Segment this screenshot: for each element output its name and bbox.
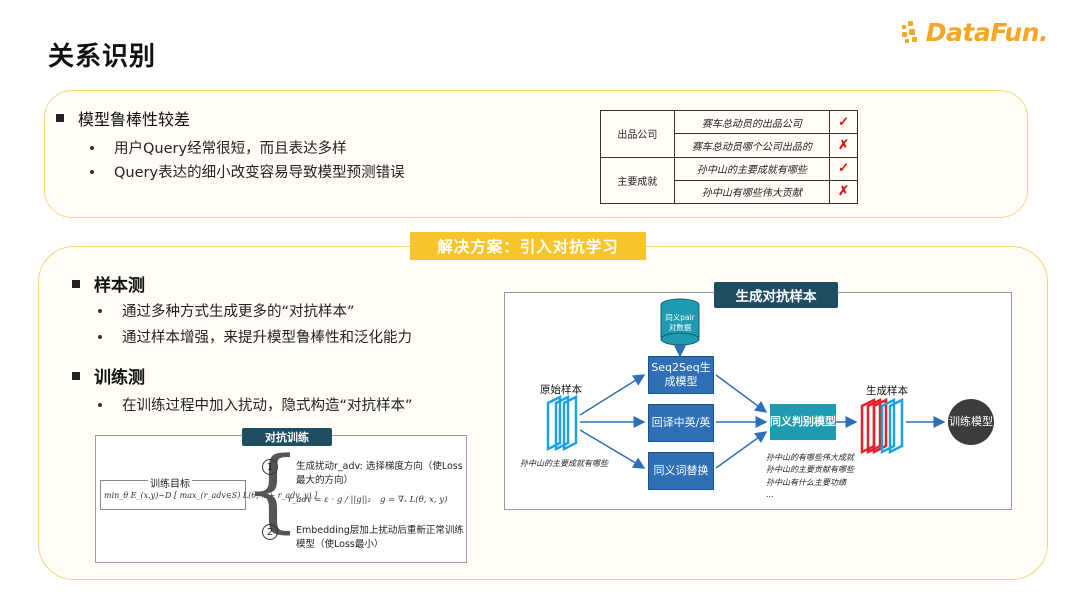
square-bullet-icon [56,114,64,122]
logo-dots-icon [901,20,924,45]
seq2seq-model-box: Seq2Seq生成模型 [648,356,714,394]
step-number-2: 2 [262,524,278,540]
solution-banner: 解决方案：引入对抗学习 [410,232,646,260]
sample-side-point-1: 通过多种方式生成更多的“对抗样本” [98,300,355,321]
original-sample-example: 孙中山的主要成就有哪些 [520,459,608,468]
page-title: 关系识别 [48,42,157,72]
original-sample-icon [546,394,578,452]
table-cell-query: 赛车总动员的出品公司 [673,109,831,135]
problem-panel [44,90,1028,218]
back-translation-box: 回译中英/英 [648,404,714,442]
table-cell-category: 主要成就 [600,156,675,204]
problem-point-1: 用户Query经常很短，而且表达多样 [90,137,347,158]
relation-example-table: 出品公司 赛车总动员的出品公司 ✓ 赛车总动员哪个公司出品的 ✗ 主要成就 孙中… [600,109,858,205]
table-cell-query: 赛车总动员哪个公司出品的 [673,133,831,158]
check-icon: ✓ [829,156,858,181]
dot-bullet-icon [98,334,102,339]
table-row: 孙中山有哪些伟大贡献 ✗ [601,179,858,205]
synonym-judge-box: 同义判别模型 [770,404,836,440]
step-number-1: 1 [262,459,278,475]
dot-bullet-icon [90,145,94,150]
synonym-replace-box: 同义词替换 [648,452,714,490]
sample-side-heading: 样本测 [72,271,145,296]
training-side-point-1: 在训练过程中加入扰动，隐式构造“对抗样本” [98,394,413,415]
table-row: 赛车总动员哪个公司出品的 ✗ [601,133,858,158]
cross-icon: ✗ [829,179,858,205]
training-side-heading: 训练测 [72,363,145,388]
generated-examples: 孙中山的有哪些伟大成就 孙中山的主要贡献有哪些 孙中山有什么主要功绩 ... [766,453,854,500]
database-label: 同义pair对数据 [665,313,695,332]
generated-sample-icon [860,397,904,455]
table-row: 出品公司 赛车总动员的出品公司 ✓ [600,109,858,158]
problem-point-2: Query表达的细小改变容易导致模型预测错误 [90,161,405,182]
datafun-logo: DataFun. [901,18,1049,47]
original-sample-label: 原始样本 [540,384,582,396]
goal-label: 训练目标 [148,475,192,490]
check-icon: ✓ [829,109,858,135]
table-cell-query: 孙中山有哪些伟大贡献 [673,179,831,205]
generation-diagram-title: 生成对抗样本 [714,282,838,308]
square-bullet-icon [72,279,80,288]
adv-training-box [95,435,467,563]
table-row: 主要成就 孙中山的主要成就有哪些 ✓ [600,156,858,204]
step1-formula-g: g = ∇ₓ L(θ, x, y) [380,495,448,505]
step1-formula-r: r_adv = ε · g / ||g||₂ [288,495,371,505]
table-cell-query: 孙中山的主要成就有哪些 [673,156,831,181]
generated-sample-label: 生成样本 [866,385,908,397]
dot-bullet-icon [98,402,102,407]
train-model-circle: 训练模型 [948,399,994,445]
problem-heading: 模型鲁棒性较差 [56,106,190,130]
sample-side-point-2: 通过样本增强，来提升模型鲁棒性和泛化能力 [98,326,412,347]
step2-text: Embedding层加上扰动后重新正常训练模型（使Loss最小） [296,525,464,551]
step1-text: 生成扰动r_adv: 选择梯度方向（使Loss最大的方向） [296,461,463,487]
dot-bullet-icon [90,169,94,174]
adv-training-title: 对抗训练 [242,428,332,446]
logo-text: DataFun. [925,18,1049,47]
database-icon [660,298,700,346]
dot-bullet-icon [98,308,102,313]
square-bullet-icon [72,371,80,380]
goal-formula: min_θ E_(x,y)~D [ max_(r_adv∈S) L(θ, x +… [104,491,318,500]
